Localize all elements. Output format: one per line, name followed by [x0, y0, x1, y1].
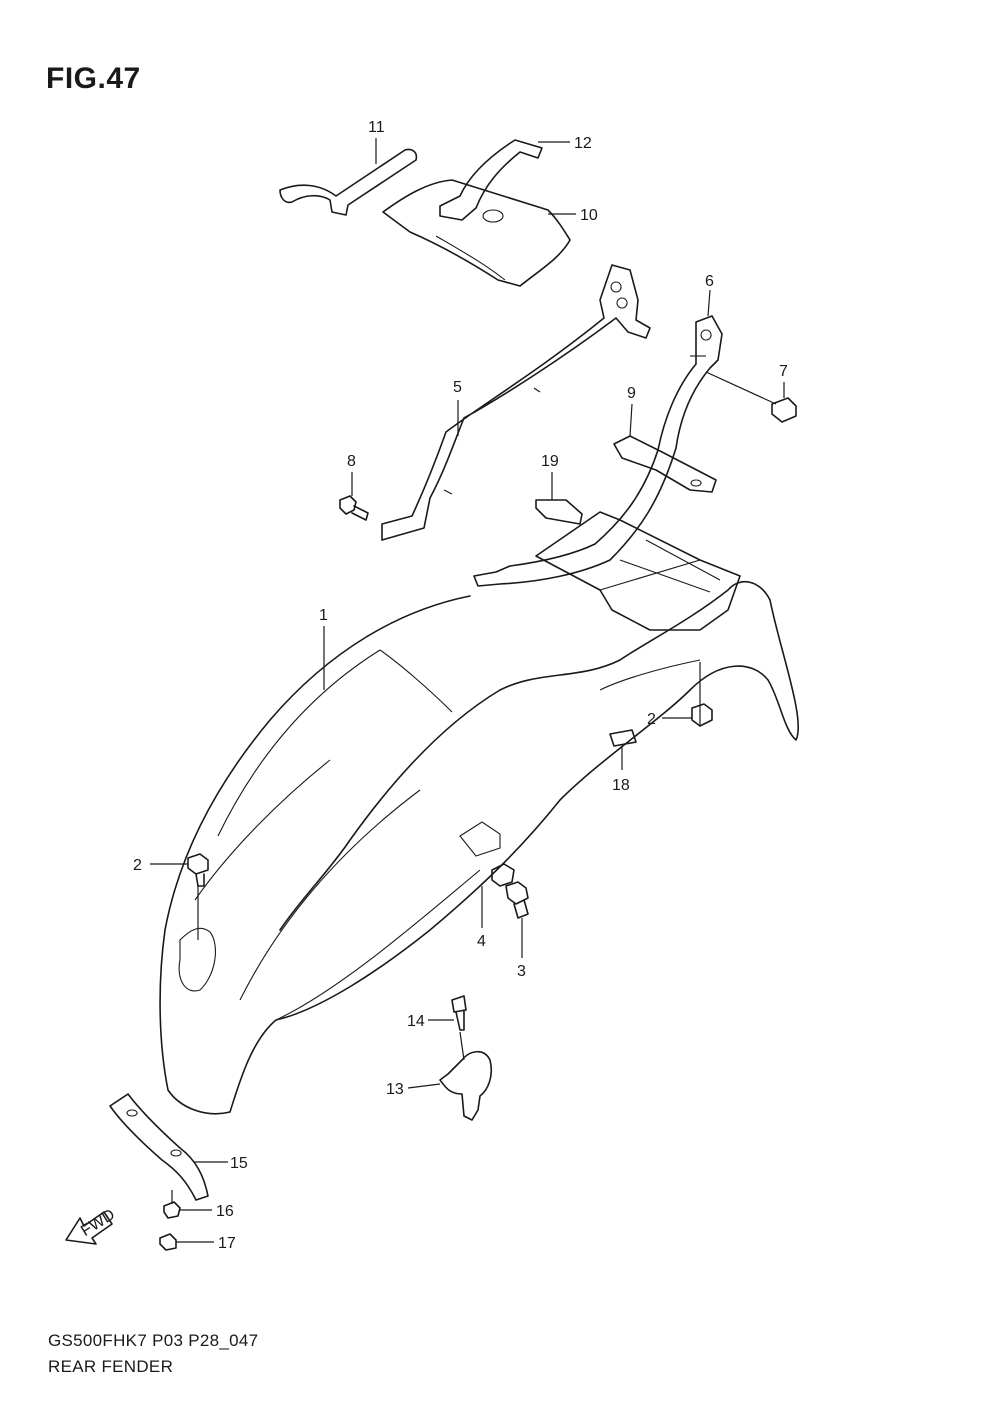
- fender-rear-bracket: [535, 511, 741, 631]
- callout-15: 15: [230, 1155, 248, 1172]
- callout-labels: 11 12 10 5 6 7 8 9 19 1 2 18 2 4 3 14 13…: [133, 119, 788, 1252]
- part-4-nut: [491, 863, 515, 887]
- part-5-frame-stay: [381, 264, 651, 541]
- callout-5: 5: [453, 379, 462, 396]
- figure-title: FIG.47: [46, 62, 141, 95]
- part-18-pad: [609, 729, 637, 747]
- callout-3: 3: [517, 963, 526, 980]
- fwd-label: FWD: [78, 1206, 118, 1240]
- part-3-bolt: [505, 881, 529, 919]
- callout-1: 1: [319, 607, 328, 624]
- part-1-rear-fender: [159, 580, 800, 1115]
- part-7-bolt: [771, 397, 797, 423]
- callout-10: 10: [580, 207, 598, 224]
- callout-8: 8: [347, 453, 356, 470]
- callout-11: 11: [368, 119, 385, 136]
- callout-7: 7: [779, 363, 788, 380]
- part-6-frame-stay: [473, 315, 723, 587]
- fwd-arrow-icon: FWD: [65, 1206, 118, 1245]
- callout-13: 13: [386, 1081, 404, 1098]
- callout-4: 4: [477, 933, 486, 950]
- part-9-bracket: [613, 435, 717, 493]
- callout-2-upper: 2: [647, 711, 656, 728]
- part-14-bolt: [451, 995, 467, 1031]
- part-12-strap: [439, 139, 543, 221]
- callout-6: 6: [705, 273, 714, 290]
- part-15-bracket: [109, 1093, 209, 1201]
- part-17-bolt: [159, 1233, 177, 1251]
- part-13-clamp: [439, 1050, 493, 1121]
- callout-16: 16: [216, 1203, 234, 1220]
- callout-18: 18: [612, 777, 630, 794]
- part-11-bar: [279, 148, 418, 216]
- part-2-bolt-left: [187, 853, 209, 887]
- part-10-tray: [382, 179, 571, 287]
- part-8-bolt: [339, 495, 369, 521]
- callout-17: 17: [218, 1235, 236, 1252]
- model-code: GS500FHK7 P03 P28_047: [48, 1331, 259, 1350]
- callout-14: 14: [407, 1013, 425, 1030]
- leader-lines: [150, 138, 785, 1243]
- callout-9: 9: [627, 385, 636, 402]
- part-2-bolt-upper: [691, 703, 713, 727]
- part-19-pad: [535, 499, 583, 525]
- diagram-name: REAR FENDER: [48, 1357, 174, 1376]
- callout-12: 12: [574, 135, 592, 152]
- part-16-nut: [163, 1201, 181, 1219]
- callout-19: 19: [541, 453, 559, 470]
- callout-2-left: 2: [133, 857, 142, 874]
